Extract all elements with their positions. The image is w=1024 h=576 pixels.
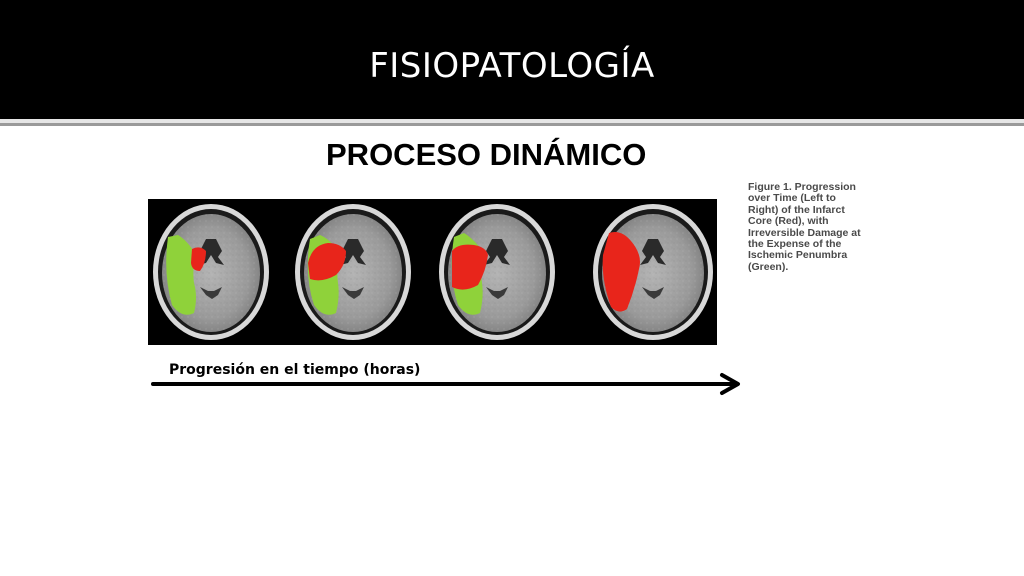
ct-scan-strip (148, 199, 717, 345)
header-divider-light (0, 119, 1024, 123)
slide-subtitle: PROCESO DINÁMICO (326, 137, 647, 172)
caption-line: Right) of the Infarct (748, 203, 845, 216)
caption-line: the Expense of the (748, 238, 842, 251)
caption-line: over Time (Left to (748, 192, 836, 205)
header-divider (0, 123, 1024, 126)
infarct-core-2 (308, 243, 346, 281)
slide-title: FISIOPATOLOGÍA (369, 46, 655, 86)
ct-scan-figure (153, 204, 713, 340)
caption-line: (Green). (748, 260, 789, 273)
caption-line: Ischemic Penumbra (748, 249, 848, 262)
title-bar: FISIOPATOLOGÍA (0, 0, 1024, 119)
ct-panel-4 (593, 204, 713, 340)
infarct-core-3 (452, 244, 488, 290)
infarct-core-4 (602, 232, 640, 312)
figure-caption: Figure 1. Progression over Time (Left to… (748, 181, 898, 273)
caption-line: Irreversible Damage at (748, 226, 861, 239)
infarct-core-1 (191, 247, 206, 271)
caption-line: Figure 1. Progression (748, 181, 856, 193)
ct-panel-3 (439, 204, 555, 340)
ct-panel-2 (295, 204, 411, 340)
caption-line: Core (Red), with (748, 215, 829, 228)
ischemic-penumbra-1 (166, 235, 196, 315)
timeline-label: Progresión en el tiempo (horas) (169, 362, 421, 378)
ct-panel-1 (153, 204, 269, 340)
timeline-arrow-icon (151, 373, 740, 395)
